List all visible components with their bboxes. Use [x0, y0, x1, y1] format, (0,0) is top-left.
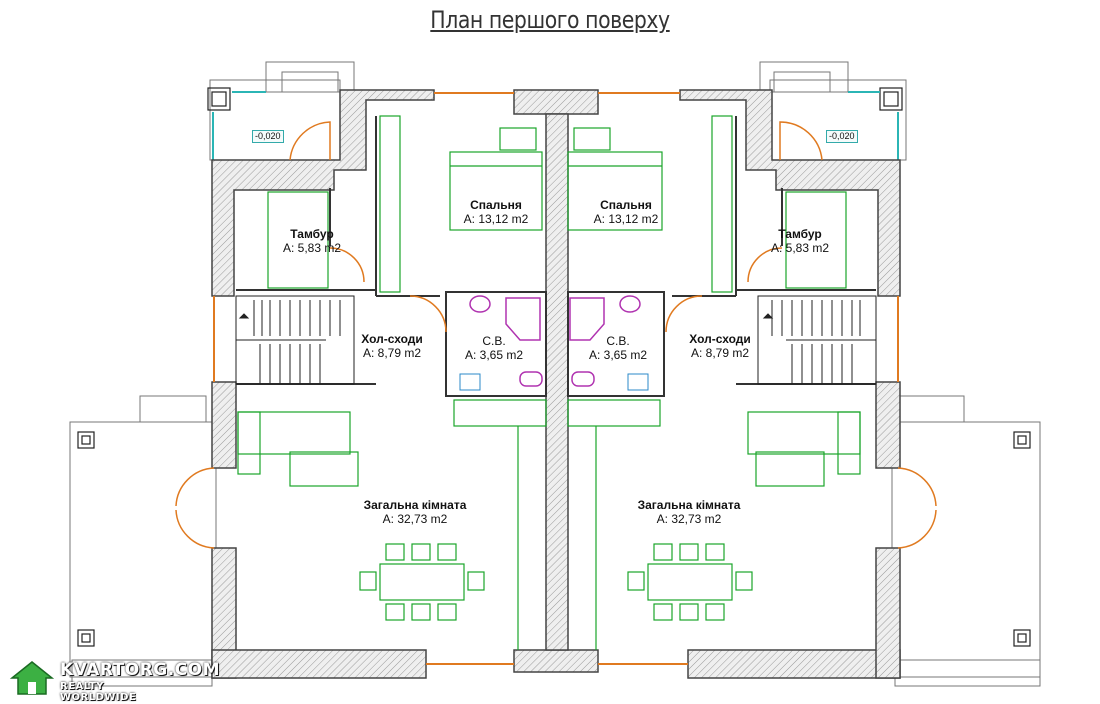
room-label-hall-left: Хол-сходи A: 8,79 m2	[350, 332, 434, 360]
right-entry-step	[759, 61, 849, 93]
room-name: Тамбур	[290, 227, 334, 241]
room-name: Спальня	[600, 198, 652, 212]
left-entry-step	[265, 61, 355, 93]
room-name: С.В.	[606, 334, 630, 348]
watermark-logo: KVARTORG.COM REALTY WORLDWIDE	[8, 658, 220, 703]
room-name: Спальня	[470, 198, 522, 212]
room-label-bedroom-left: Спальня A: 13,12 m2	[452, 198, 540, 226]
room-area: A: 32,73 m2	[382, 512, 448, 526]
room-area: A: 8,79 m2	[690, 346, 750, 360]
room-name: С.В.	[482, 334, 506, 348]
room-label-hall-right: Хол-сходи A: 8,79 m2	[678, 332, 762, 360]
party-wall	[545, 113, 569, 651]
doors	[175, 121, 937, 549]
windows	[213, 92, 899, 665]
bathroom-fixtures	[469, 295, 641, 387]
room-label-bedroom-right: Спальня A: 13,12 m2	[582, 198, 670, 226]
room-name: Хол-сходи	[361, 332, 423, 346]
room-label-wc-left: С.В. A: 3,65 m2	[454, 334, 534, 362]
room-name: Загальна кімната	[637, 498, 741, 512]
room-area: A: 5,83 m2	[282, 241, 342, 255]
house-icon	[9, 661, 55, 695]
exterior-walls	[211, 89, 901, 679]
glass-railings	[212, 91, 899, 160]
left-terrace	[69, 421, 217, 678]
room-area: A: 8,79 m2	[362, 346, 422, 360]
room-label-wc-right: С.В. A: 3,65 m2	[578, 334, 658, 362]
room-label-living-left: Загальна кімната A: 32,73 m2	[350, 498, 480, 526]
plan-title: План першого поверху	[430, 6, 670, 34]
boilers	[459, 373, 649, 391]
room-area: A: 3,65 m2	[464, 348, 524, 362]
room-label-living-right: Загальна кімната A: 32,73 m2	[624, 498, 754, 526]
interior-walls	[236, 116, 876, 397]
room-name: Хол-сходи	[689, 332, 751, 346]
watermark-line1: KVARTORG.COM	[60, 660, 221, 680]
watermark-line2: REALTY WORLDWIDE	[60, 681, 137, 703]
room-area: A: 13,12 m2	[463, 212, 529, 226]
furniture	[237, 115, 861, 650]
room-label-vestibule-right: Тамбур A: 5,83 m2	[760, 227, 840, 255]
level-mark-right: -0,020	[826, 130, 858, 143]
room-label-vestibule-left: Тамбур A: 5,83 m2	[272, 227, 352, 255]
room-area: A: 32,73 m2	[656, 512, 722, 526]
stairs	[235, 295, 877, 385]
room-name: Тамбур	[778, 227, 822, 241]
room-area: A: 3,65 m2	[588, 348, 648, 362]
terrace-columns	[77, 87, 1031, 647]
room-name: Загальна кімната	[363, 498, 467, 512]
room-area: A: 13,12 m2	[593, 212, 659, 226]
level-mark-left: -0,020	[252, 130, 284, 143]
room-area: A: 5,83 m2	[770, 241, 830, 255]
